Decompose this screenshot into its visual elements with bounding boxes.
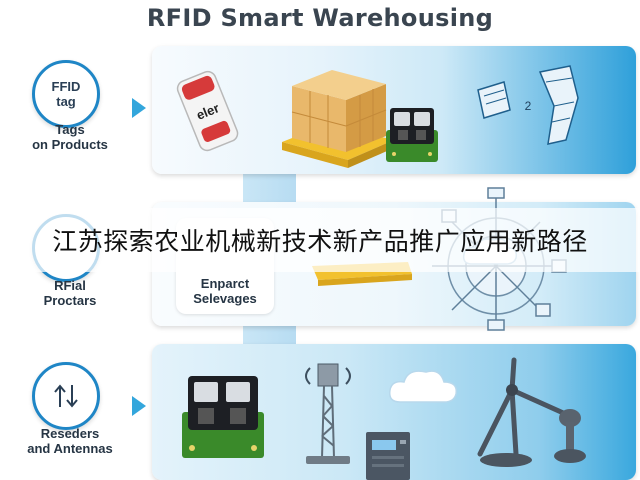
folded-tag-icon: 2 — [477, 65, 579, 145]
antenna-tower-icon — [305, 363, 351, 464]
fold-number: 2 — [525, 99, 532, 113]
selevages-label: Enparct Selevages — [193, 276, 257, 306]
cloud-icon — [388, 370, 457, 403]
overlay-banner-text: 江苏探索农业机械新技术新产品推广应用新路径 — [52, 227, 588, 256]
row-3-circle — [32, 362, 100, 430]
windmill-antenna-icon — [477, 357, 586, 467]
rfid-tag-icon: eler — [176, 70, 239, 152]
row-1-circle-text: FFID tag — [51, 79, 81, 109]
server-icon — [366, 432, 410, 480]
row-1-arrow — [132, 98, 146, 118]
reader-device-icon — [386, 108, 438, 162]
up-down-arrows-icon — [54, 384, 78, 408]
pallet-boxes-icon — [282, 70, 394, 168]
page-title: RFID Smart Warehousing — [146, 4, 494, 32]
reader-device-icon-large — [182, 376, 264, 458]
overlay-banner-background — [0, 208, 640, 272]
row-2-label: RFial Proctars — [43, 278, 97, 308]
row-3-arrow — [132, 396, 146, 416]
row-1-circle: FFID tag — [32, 60, 100, 128]
row-3-label: Reseders and Antennas — [27, 426, 113, 456]
row-1-label: Tags on Products — [32, 122, 108, 152]
